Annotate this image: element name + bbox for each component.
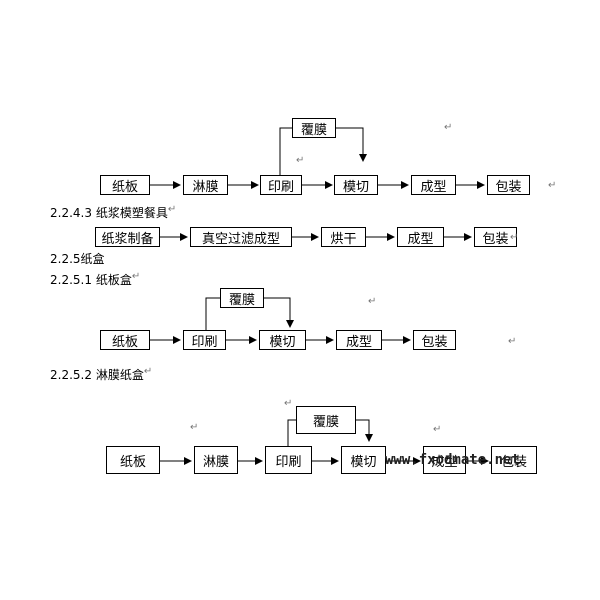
flow3-box-lamination: 覆膜 — [220, 288, 264, 308]
paragraph-mark-icon: ↵ — [508, 336, 517, 347]
flow4-box-forming: 成型 — [423, 446, 466, 474]
paragraph-mark-icon: ↵ — [296, 155, 305, 166]
flow3-box-die-cutting: 模切 — [259, 330, 306, 350]
flow4-box-printing: 印刷 — [265, 446, 312, 474]
section-2251-heading: 2.2.5.1 纸板盒↵ — [50, 271, 140, 288]
paragraph-mark-icon: ↵ — [368, 296, 377, 307]
flow2-box-forming: 成型 — [397, 227, 444, 247]
flow1-box-coating: 淋膜 — [183, 175, 228, 195]
paragraph-mark-icon: ↵ — [190, 422, 199, 433]
flow2-box-pulp-preparation: 纸浆制备 — [95, 227, 160, 247]
section-2243-heading: 2.2.4.3 纸浆模塑餐具↵ — [50, 204, 176, 221]
flow4-box-packaging: 包装 — [491, 446, 537, 474]
flow1-box-paperboard: 纸板 — [100, 175, 150, 195]
flow1-box-forming: 成型 — [411, 175, 456, 195]
watermark: www.fxodmate.net — [385, 452, 520, 468]
section-225-heading: 2.2.5纸盒 — [50, 250, 105, 267]
flow2-box-drying: 烘干 — [321, 227, 366, 247]
flow3-box-paperboard: 纸板 — [100, 330, 150, 350]
flow4-box-paperboard: 纸板 — [106, 446, 160, 474]
section-number: 2.2.5 — [50, 252, 81, 266]
flow4-box-coating: 淋膜 — [194, 446, 238, 474]
section-number: 2.2.5.1 — [50, 273, 92, 287]
flow3-box-printing: 印刷 — [183, 330, 226, 350]
paragraph-mark-icon: ↵ — [284, 398, 293, 409]
paragraph-mark-icon: ↵ — [510, 232, 519, 243]
paragraph-mark-icon: ↵ — [143, 366, 153, 377]
section-title: 纸板盒 — [95, 273, 132, 287]
paragraph-mark-icon: ↵ — [433, 424, 442, 435]
section-number: 2.2.5.2 — [50, 368, 92, 382]
flow3-box-packaging: 包装 — [413, 330, 456, 350]
flow3-box-forming: 成型 — [336, 330, 382, 350]
paragraph-mark-icon: ↵ — [444, 122, 453, 133]
flow2-box-packaging: 包装 — [474, 227, 517, 247]
section-2252-heading: 2.2.5.2 淋膜纸盒↵ — [50, 366, 152, 383]
paragraph-mark-icon: ↵ — [167, 204, 177, 215]
section-number: 2.2.4.3 — [50, 206, 92, 220]
paragraph-mark-icon: ↵ — [131, 271, 141, 282]
section-title: 纸浆模塑餐具 — [95, 206, 168, 220]
paragraph-mark-icon: ↵ — [548, 180, 557, 191]
flow4-box-lamination: 覆膜 — [296, 406, 356, 434]
flow2-box-vacuum-forming: 真空过滤成型 — [190, 227, 292, 247]
flow4-box-die-cutting: 模切 — [341, 446, 386, 474]
section-title: 淋膜纸盒 — [95, 368, 144, 382]
flow1-box-printing: 印刷 — [260, 175, 302, 195]
flow1-box-packaging: 包装 — [487, 175, 530, 195]
flow1-box-die-cutting: 模切 — [334, 175, 378, 195]
flow1-box-lamination: 覆膜 — [292, 118, 336, 138]
section-title: 纸盒 — [80, 252, 105, 266]
